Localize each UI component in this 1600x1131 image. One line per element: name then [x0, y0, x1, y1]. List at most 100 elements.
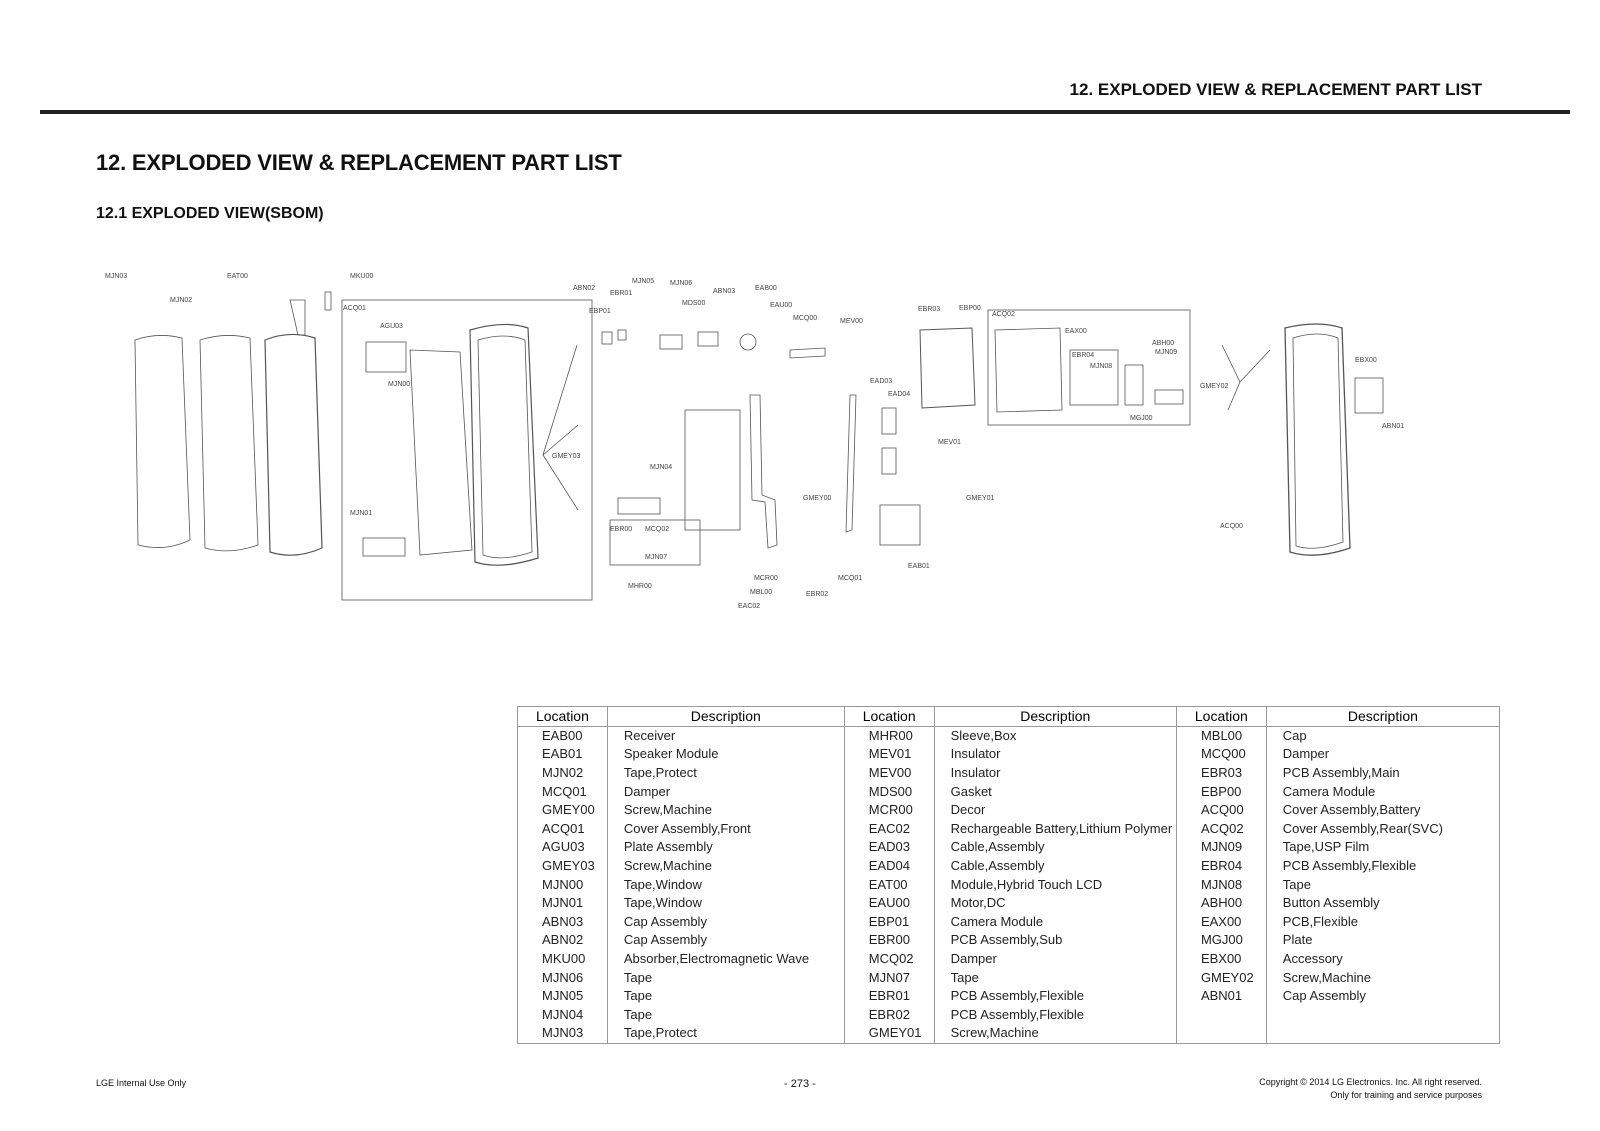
- label-gmey03: GMEY03: [552, 453, 581, 460]
- battery-cover-inner: [1292, 333, 1344, 549]
- motor-part: [739, 333, 757, 351]
- cell-description: Cable,Assembly: [933, 838, 1177, 857]
- label-ebp01: EBP01: [589, 308, 611, 315]
- cell-location: MJN04: [517, 1005, 608, 1025]
- usage-line: Only for training and service purposes: [1330, 1090, 1482, 1100]
- label-ebr00: EBR00: [610, 526, 632, 533]
- label-mbl00: MBL00: [750, 589, 772, 596]
- page-number: - 273 -: [784, 1078, 816, 1090]
- label-mev00: MEV00: [840, 318, 863, 325]
- cell-description: Receiver: [606, 726, 845, 746]
- screw-line: [542, 454, 579, 511]
- rear-cover-svc: [994, 327, 1063, 413]
- cell-description: Tape: [933, 968, 1177, 987]
- flex-pcb-box: [1069, 349, 1119, 406]
- cell-description: PCB,Flexible: [1265, 912, 1501, 932]
- table-header-row: Location Description Location Descriptio…: [517, 706, 1501, 727]
- cell-location: EBR04: [1175, 856, 1267, 876]
- page-title: 12. EXPLODED VIEW & REPLACEMENT PART LIS…: [96, 150, 622, 175]
- column-header-description: Description: [606, 706, 845, 727]
- cell-location: EBP01: [843, 912, 935, 932]
- cell-location: MJN01: [517, 893, 608, 913]
- tape-window-top: [365, 341, 407, 373]
- side-cable: [845, 394, 857, 533]
- cell-location: ABH00: [1175, 893, 1267, 913]
- header-rule: [40, 110, 1570, 114]
- label-mcq00: MCQ00: [793, 315, 817, 322]
- cell-location: MJN00: [517, 875, 608, 894]
- label-mcq01: MCQ01: [838, 575, 862, 582]
- footer-left: LGE Internal Use Only: [96, 1078, 187, 1088]
- accessory-card: [1354, 377, 1384, 414]
- cell-description: Cover Assembly,Front: [606, 819, 845, 839]
- label-gmey02: GMEY02: [1200, 383, 1229, 390]
- cell-location: MBL00: [1175, 726, 1267, 746]
- cell-location: MJN06: [517, 968, 608, 987]
- cell-location: MGJ00: [1175, 931, 1267, 950]
- cell-location: MCQ00: [1175, 745, 1267, 764]
- cell-description: Sleeve,Box: [933, 726, 1177, 746]
- cell-description: Plate Assembly: [606, 838, 845, 857]
- screw-line: [1221, 344, 1241, 383]
- cell-location: EAT00: [843, 875, 935, 894]
- cell-description: Button Assembly: [1265, 893, 1501, 913]
- label-ead04: EAD04: [888, 391, 910, 398]
- label-gmey01: GMEY01: [966, 495, 995, 502]
- cell-description: Cover Assembly,Battery: [1265, 800, 1501, 820]
- copyright-line: Copyright © 2014 LG Electronics. Inc. Al…: [1259, 1077, 1482, 1087]
- cell-description: Accessory: [1265, 949, 1501, 969]
- cell-description: Tape: [606, 986, 845, 1006]
- label-mjn07: MJN07: [645, 554, 667, 561]
- label-ead03: EAD03: [870, 378, 892, 385]
- cell-location: EBR00: [843, 931, 935, 950]
- column-header-location: Location: [517, 706, 608, 727]
- cell-location: EAB00: [517, 726, 608, 746]
- cell-location: MJN07: [843, 968, 935, 987]
- insulator-block: [881, 407, 897, 435]
- label-acq02: ACQ02: [992, 311, 1015, 318]
- label-mjn08: MJN08: [1090, 363, 1112, 370]
- cell-location: MKU00: [517, 949, 608, 969]
- plate-part: [1154, 389, 1184, 405]
- label-mku00: MKU00: [350, 273, 373, 280]
- cell-description: Tape,USP Film: [1265, 838, 1501, 857]
- cell-description: Cap Assembly: [1265, 986, 1501, 1006]
- camera-module: [601, 331, 613, 345]
- cell-location: EAX00: [1175, 912, 1267, 932]
- cell-location: ACQ01: [517, 819, 608, 839]
- label-abn01: ABN01: [1382, 423, 1404, 430]
- cell-description: Screw,Machine: [933, 1024, 1177, 1044]
- cell-location: EBR03: [1175, 763, 1267, 783]
- cell-location: EBP00: [1175, 782, 1267, 801]
- cell-description: Damper: [933, 949, 1177, 969]
- speaker-module: [879, 504, 921, 546]
- label-eab01: EAB01: [908, 563, 930, 570]
- cell-description: Insulator: [933, 745, 1177, 764]
- cell-description: Cap Assembly: [606, 912, 845, 932]
- cell-description: Gasket: [933, 782, 1177, 801]
- label-mjn00: MJN00: [388, 381, 410, 388]
- cell-location: MJN03: [517, 1024, 608, 1044]
- label-eat00: EAT00: [227, 273, 248, 280]
- label-mgj00: MGJ00: [1130, 415, 1153, 422]
- cell-location: MHR00: [843, 726, 935, 746]
- label-acq01: ACQ01: [343, 305, 366, 312]
- column-header-location: Location: [1175, 706, 1267, 727]
- cell-location: MJN02: [517, 763, 608, 783]
- cell-description: Damper: [1265, 745, 1501, 764]
- cell-location: EBX00: [1175, 949, 1267, 969]
- main-flex: [749, 394, 778, 549]
- cell-description: Screw,Machine: [606, 856, 845, 876]
- battery: [684, 409, 741, 531]
